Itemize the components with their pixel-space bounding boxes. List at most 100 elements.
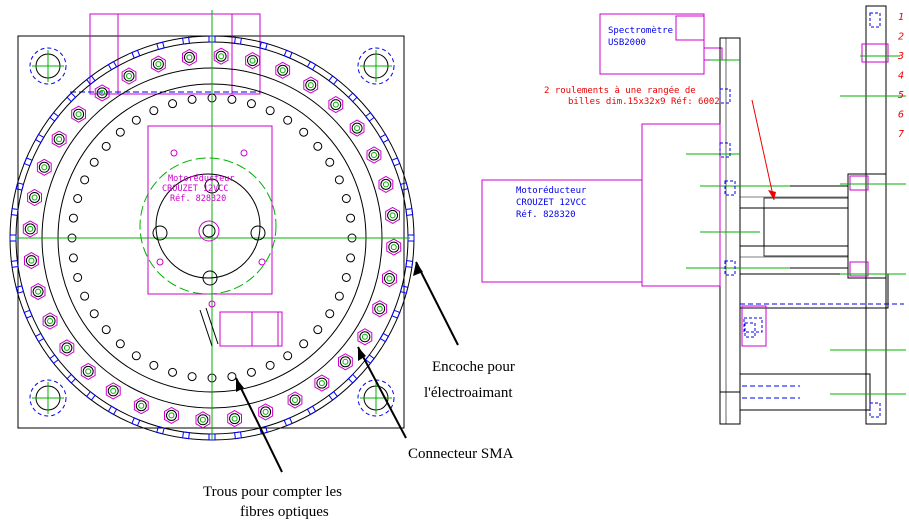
spectrometer-label: Spectromètre USB2000 (608, 25, 678, 48)
counting-hole (227, 372, 237, 382)
sma-connector-pin (361, 333, 368, 340)
sma-connector (303, 76, 319, 94)
sma-connector-core (197, 414, 209, 426)
sma-connector-pin (292, 396, 299, 403)
notch-label: Encoche pour l'électroaimant (424, 359, 519, 401)
sma-connector-core (260, 406, 272, 418)
sma-connector-pin (376, 305, 383, 312)
counting-hole (115, 127, 125, 137)
sma-connector (349, 119, 365, 137)
sma-connector-pin (390, 244, 397, 251)
sma-connector (314, 374, 330, 392)
notch (85, 390, 96, 401)
sma-connector-pin (386, 275, 393, 282)
counting-hole (313, 325, 323, 335)
sma-connector (338, 353, 353, 371)
sma-connector (42, 312, 58, 330)
notch (364, 354, 375, 365)
part-number: 4 (898, 71, 904, 82)
sma-connector-core (183, 51, 195, 63)
sma-connector-pin (332, 101, 339, 108)
sma-connector (30, 283, 46, 301)
counting-hole (101, 141, 111, 151)
part-number: 2 (898, 32, 904, 43)
sma-connector-pin (199, 416, 206, 423)
counting-hole (265, 360, 275, 370)
sma-connector (27, 188, 42, 207)
sma-connector-pin (63, 344, 70, 351)
counting-hole (227, 94, 237, 104)
sma-connector-pin (231, 415, 238, 422)
sma-connector-pin (354, 125, 361, 132)
sma-connector (378, 175, 394, 193)
sma-connector (213, 47, 229, 65)
notch (66, 373, 77, 384)
sma-connector-pin (35, 288, 42, 295)
notch (391, 157, 401, 167)
sma-connector-core (38, 161, 50, 173)
sma-connector-pin (342, 358, 349, 365)
counting-hole (89, 157, 99, 167)
corner-hole (357, 47, 395, 85)
sma-connector (275, 61, 291, 79)
sma-connector-core (82, 365, 94, 377)
notch (347, 92, 358, 103)
sma-connector-core (339, 356, 351, 368)
sma-connector (386, 238, 402, 256)
bolt (869, 12, 881, 28)
sma-connector (357, 328, 373, 346)
sma-connector (385, 206, 400, 224)
notch (156, 41, 165, 51)
counting-hole (246, 367, 256, 377)
sma-connector-core (374, 303, 386, 315)
sma-connector-pin (138, 402, 145, 409)
sma-connector-pin (249, 57, 256, 64)
counting-hole (325, 309, 335, 319)
sma-connector (258, 403, 274, 421)
sma-connector-core (135, 400, 147, 412)
counting-hole (299, 339, 309, 349)
sma-connector-core (305, 79, 317, 91)
corner-hole (29, 379, 67, 417)
sma-connector-core (330, 99, 342, 111)
counting-hole (334, 291, 344, 301)
notch (9, 234, 17, 242)
sma-connector-core (53, 133, 65, 145)
counting-hole (68, 213, 78, 223)
sma-connector (24, 252, 39, 270)
motor-outline (147, 125, 273, 295)
bolt (719, 142, 731, 158)
notch (306, 60, 317, 71)
sma-connector (150, 55, 166, 73)
counting-hole (73, 194, 83, 204)
sma-connector-pin (125, 73, 132, 80)
bearings-leader (751, 99, 775, 201)
notch (283, 49, 293, 59)
sma-connector-pin (370, 151, 377, 158)
counting-hole (187, 94, 197, 104)
bolt (724, 260, 736, 276)
counting-hole (149, 360, 159, 370)
bolt (869, 402, 881, 418)
notch (131, 417, 141, 427)
notch-leader (415, 261, 459, 346)
notch (306, 405, 317, 416)
sma-connector-pin (262, 408, 269, 415)
notch (66, 92, 77, 103)
sma-label: Connecteur SMA (408, 446, 514, 462)
sma-connector-core (165, 409, 177, 421)
sma-connector-core (289, 394, 301, 406)
notch (391, 309, 401, 319)
counting-hole (131, 351, 141, 361)
counting-hole (73, 272, 83, 282)
notch (10, 208, 19, 216)
sma-connector-ring (22, 47, 402, 429)
sma-connector-core (152, 58, 164, 70)
sma-connector-pin (47, 318, 54, 325)
sma-connector (195, 411, 211, 429)
counting-hole (115, 339, 125, 349)
front-motor-label: Motoréducteur CROUZET 12VCC Réf. 828320 (162, 173, 240, 204)
counting-hole (341, 194, 351, 204)
corner-mounting-holes (29, 47, 395, 417)
